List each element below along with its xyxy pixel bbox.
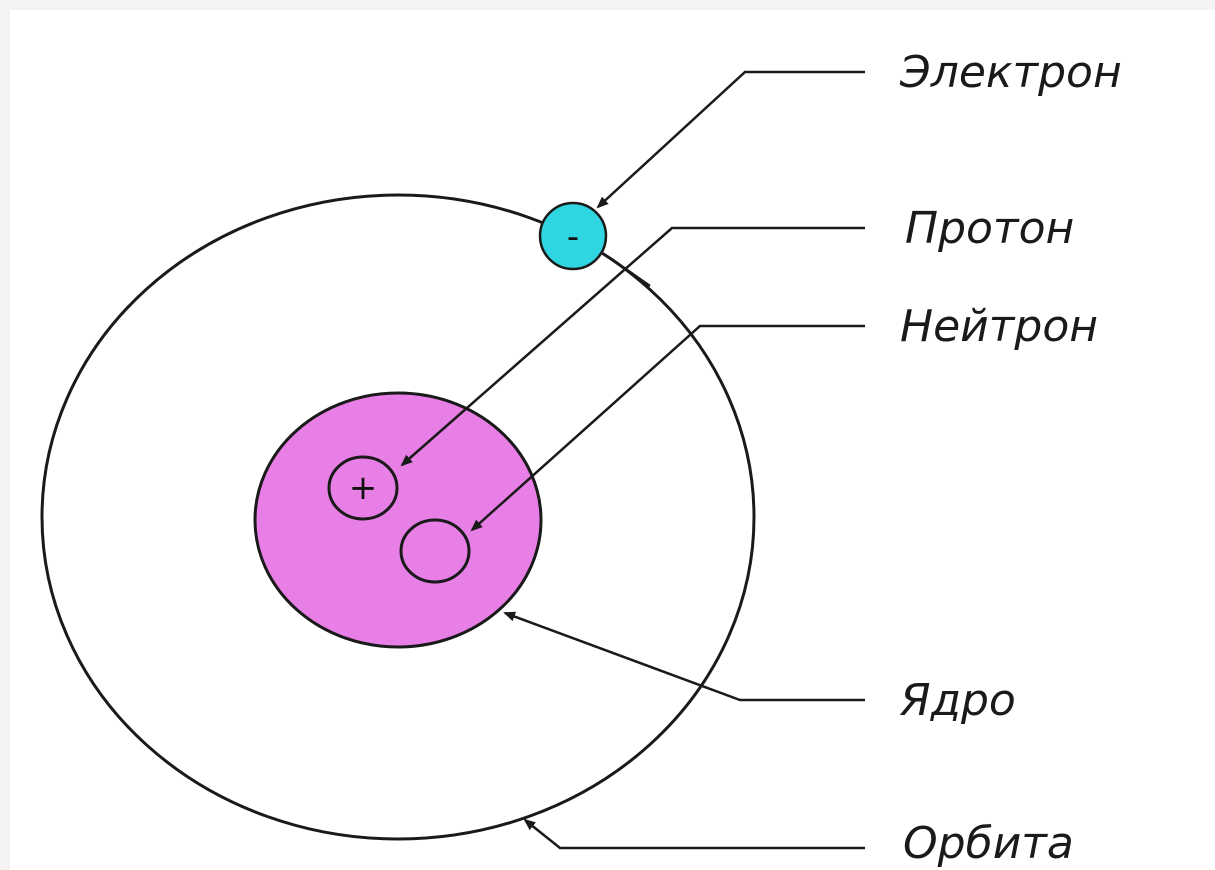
nucleus-circle: [255, 393, 541, 647]
electron-leader-line: [598, 72, 865, 207]
orbit-leader-line: [525, 820, 865, 848]
proton-sign: +: [349, 468, 378, 508]
label-nucleus: Ядро: [899, 675, 1016, 726]
label-orbit: Орбита: [903, 818, 1074, 869]
nucleus-leader-line: [505, 613, 865, 700]
label-neutron: Нейтрон: [900, 301, 1098, 352]
label-electron: Электрон: [899, 47, 1122, 98]
electron-tail-line: [610, 258, 650, 286]
label-proton: Протон: [905, 203, 1074, 254]
electron-sign: -: [567, 217, 579, 257]
